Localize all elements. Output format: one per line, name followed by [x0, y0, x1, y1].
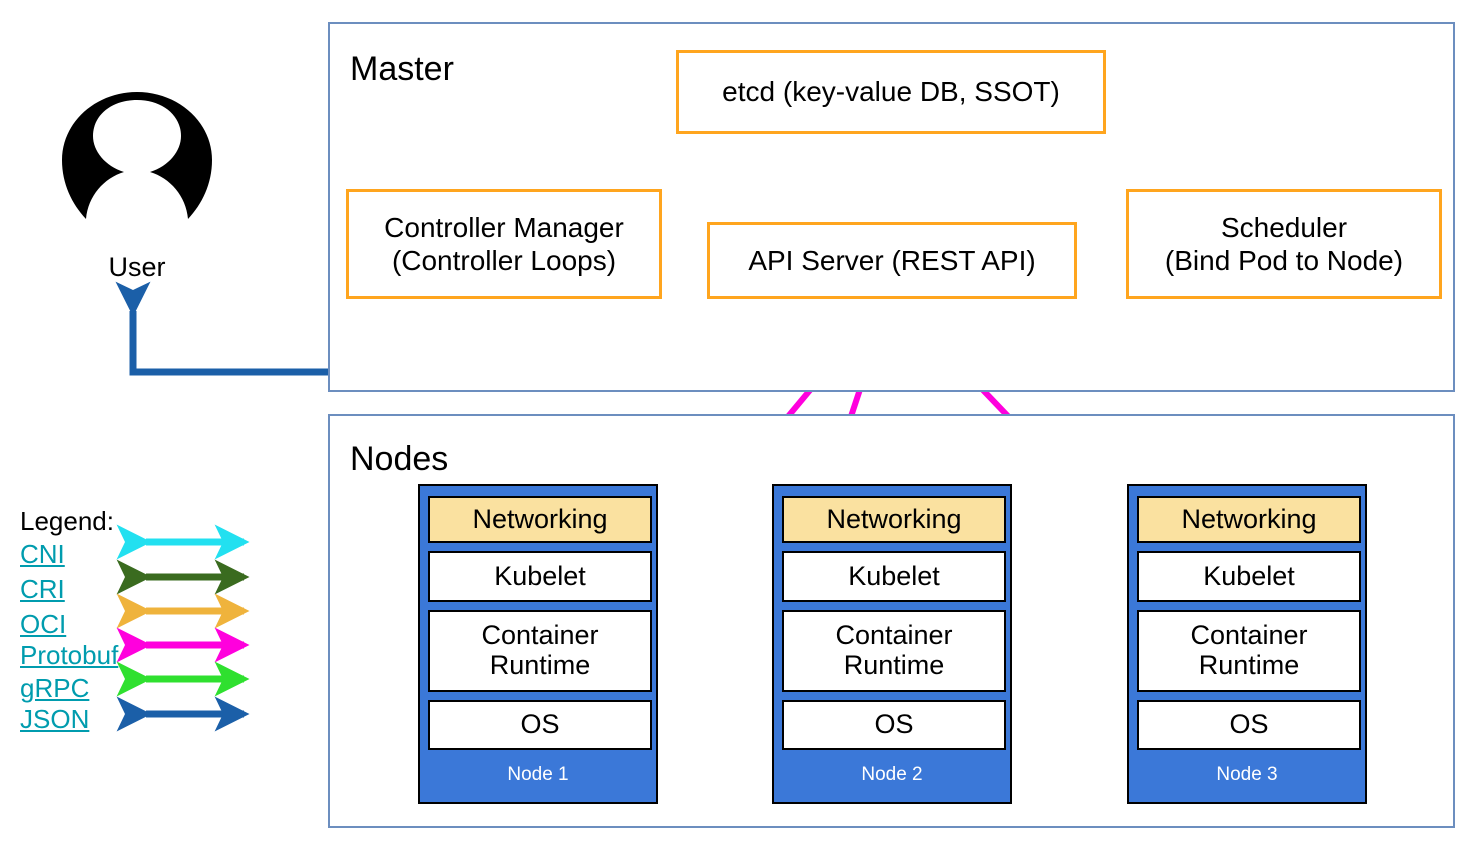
- node-3-container-runtime-label-line1: Container: [1190, 620, 1308, 651]
- etcd-box[interactable]: etcd (key-value DB, SSOT): [676, 50, 1106, 134]
- node-1-container-runtime-label-line2: Runtime: [489, 650, 591, 680]
- node-3-os-label: OS: [1229, 709, 1269, 740]
- node-1[interactable]: Networking Kubelet Container Runtime OS …: [418, 484, 658, 804]
- node-1-kubelet[interactable]: Kubelet: [428, 551, 652, 602]
- user-avatar-icon: [62, 92, 212, 224]
- node-2-container-runtime[interactable]: Container Runtime: [782, 610, 1006, 692]
- node-2-container-runtime-label-line1: Container: [835, 620, 953, 651]
- api-server-label: API Server (REST API): [748, 244, 1036, 276]
- node-3-networking[interactable]: Networking: [1137, 496, 1361, 543]
- node-1-label: Node 1: [507, 764, 569, 785]
- legend-item-protobuf[interactable]: Protobuf: [20, 640, 119, 670]
- api-server-box[interactable]: API Server (REST API): [707, 222, 1077, 299]
- node-2-kubelet[interactable]: Kubelet: [782, 551, 1006, 602]
- node-2[interactable]: Networking Kubelet Container Runtime OS …: [772, 484, 1012, 804]
- node-2-container-runtime-label-line2: Runtime: [843, 650, 945, 680]
- legend-item-grpc[interactable]: gRPC: [20, 673, 90, 703]
- legend-swatches: [116, 524, 250, 732]
- legend-item-cni[interactable]: CNI: [20, 539, 65, 569]
- node-2-kubelet-label: Kubelet: [848, 560, 940, 591]
- node-3-container-runtime[interactable]: Container Runtime: [1137, 610, 1361, 692]
- node-1-os-label: OS: [520, 709, 560, 740]
- node-3-container-runtime-label-line2: Runtime: [1198, 650, 1300, 680]
- controller-manager-box[interactable]: Controller Manager (Controller Loops): [346, 189, 662, 299]
- node-2-networking-label: Networking: [826, 503, 962, 534]
- node-1-os[interactable]: OS: [428, 700, 652, 750]
- controller-manager-label-line2: (Controller Loops): [391, 245, 617, 276]
- legend-title: Legend:: [20, 506, 114, 536]
- node-2-os[interactable]: OS: [782, 700, 1006, 750]
- node-2-os-label: OS: [874, 709, 914, 740]
- scheduler-box[interactable]: Scheduler (Bind Pod to Node): [1126, 189, 1442, 299]
- node-3-kubelet-label: Kubelet: [1203, 560, 1295, 591]
- node-1-container-runtime-label-line1: Container: [481, 620, 599, 651]
- node-3-kubelet[interactable]: Kubelet: [1137, 551, 1361, 602]
- node-1-container-runtime[interactable]: Container Runtime: [428, 610, 652, 692]
- legend-item-cri[interactable]: CRI: [20, 574, 65, 604]
- node-3-os[interactable]: OS: [1137, 700, 1361, 750]
- node-2-networking[interactable]: Networking: [782, 496, 1006, 543]
- node-1-networking-label: Networking: [472, 503, 608, 534]
- controller-manager-label-line1: Controller Manager: [384, 211, 624, 243]
- master-group-title: Master: [350, 50, 454, 88]
- legend-item-json: JSON: [20, 704, 90, 734]
- etcd-label: etcd (key-value DB, SSOT): [722, 76, 1060, 108]
- node-1-kubelet-label: Kubelet: [494, 560, 586, 591]
- user-label: User: [108, 252, 166, 282]
- node-2-label: Node 2: [861, 764, 923, 785]
- node-3-networking-label: Networking: [1181, 503, 1317, 534]
- node-3[interactable]: Networking Kubelet Container Runtime OS …: [1127, 484, 1367, 804]
- scheduler-label-line1: Scheduler: [1220, 211, 1348, 243]
- node-3-label: Node 3: [1216, 764, 1278, 785]
- legend-item-oci[interactable]: OCI: [20, 609, 67, 639]
- nodes-group-title: Nodes: [350, 440, 449, 478]
- scheduler-label-line2: (Bind Pod to Node): [1164, 245, 1404, 276]
- node-1-networking[interactable]: Networking: [428, 496, 652, 543]
